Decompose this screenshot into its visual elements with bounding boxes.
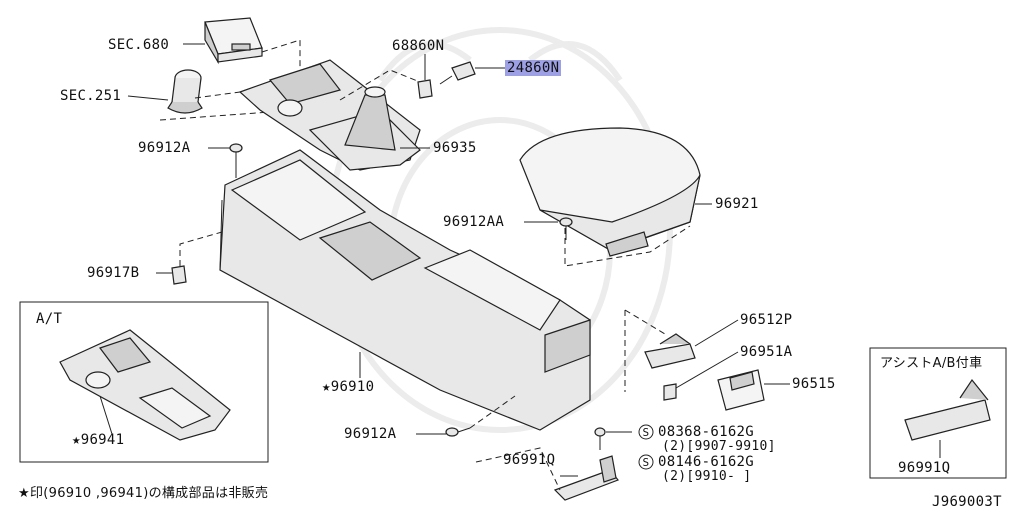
- label-08146: 08146-6162G: [658, 454, 755, 470]
- label-96991q-main: 96991Q: [503, 452, 556, 468]
- label-08368-note: (2)[9907-9910]: [662, 439, 776, 454]
- connector-24860n: [439, 61, 476, 85]
- label-96935: 96935: [433, 140, 477, 156]
- dash-sec251-b: [159, 111, 271, 121]
- s-circle-2: [638, 454, 654, 470]
- label-at-title: A/T: [36, 311, 63, 327]
- clip-68860n: [417, 79, 433, 99]
- clip-96917b: [171, 265, 187, 285]
- leader-96951a: [675, 351, 739, 389]
- label-96515: 96515: [792, 376, 836, 392]
- at-inset-frame: [19, 301, 269, 463]
- s-symbol-1: S: [642, 426, 650, 439]
- label-08146-note: (2)[9910- ]: [662, 469, 752, 484]
- label-96512p: 96512P: [740, 312, 793, 328]
- shift-boot: [308, 86, 421, 171]
- label-sec251: SEC.251: [60, 88, 122, 104]
- label-assist-title: アシストA/B付車: [880, 356, 983, 371]
- bracket-96512p: [644, 333, 696, 369]
- label-96921: 96921: [715, 196, 759, 212]
- label-08368: 08368-6162G: [658, 424, 755, 440]
- label-96941: ★96941: [72, 432, 125, 448]
- tray-96515: [717, 369, 765, 411]
- footnote: ★印(96910 ,96941)の構成部品は非販売: [18, 486, 269, 501]
- screw-96912aa: [559, 217, 573, 240]
- s-symbol-2: S: [642, 456, 650, 469]
- dash-96921: [564, 225, 691, 267]
- label-96917b: 96917B: [87, 265, 140, 281]
- assist-inset-frame: [869, 347, 1007, 479]
- dash-96917b: [179, 231, 223, 266]
- sec251-part: [167, 69, 203, 114]
- clip-96951a: [663, 383, 677, 401]
- leader-sec251: [127, 95, 169, 101]
- label-24860n: 24860N: [505, 60, 562, 76]
- bracket-96991q-assist: [904, 378, 991, 441]
- bolt-08368: [594, 427, 606, 450]
- s-circle-1: [638, 424, 654, 440]
- label-sec680: SEC.680: [108, 37, 170, 53]
- screw-96912a-bottom: [445, 427, 471, 437]
- diagram-code: J969003T: [932, 494, 1002, 510]
- leader-96512p: [694, 319, 739, 347]
- at-bezel-96941: [59, 329, 231, 441]
- label-96951a: 96951A: [740, 344, 793, 360]
- label-96912aa: 96912AA: [443, 214, 505, 230]
- label-96991q-assist: 96991Q: [898, 460, 951, 476]
- label-96912a-bottom: 96912A: [344, 426, 397, 442]
- bracket-96991q-main: [553, 455, 619, 501]
- dash-sec680: [261, 39, 301, 70]
- dash-96512p: [624, 309, 666, 392]
- dash-96991q: [475, 447, 561, 491]
- label-68860n: 68860N: [392, 38, 445, 54]
- label-96912a-top: 96912A: [138, 140, 191, 156]
- sec680-part: [204, 17, 263, 65]
- console-96910: [219, 149, 591, 431]
- leader-96941: [99, 395, 113, 435]
- screw-96912a-top: [229, 143, 243, 172]
- label-96910: ★96910: [322, 379, 375, 395]
